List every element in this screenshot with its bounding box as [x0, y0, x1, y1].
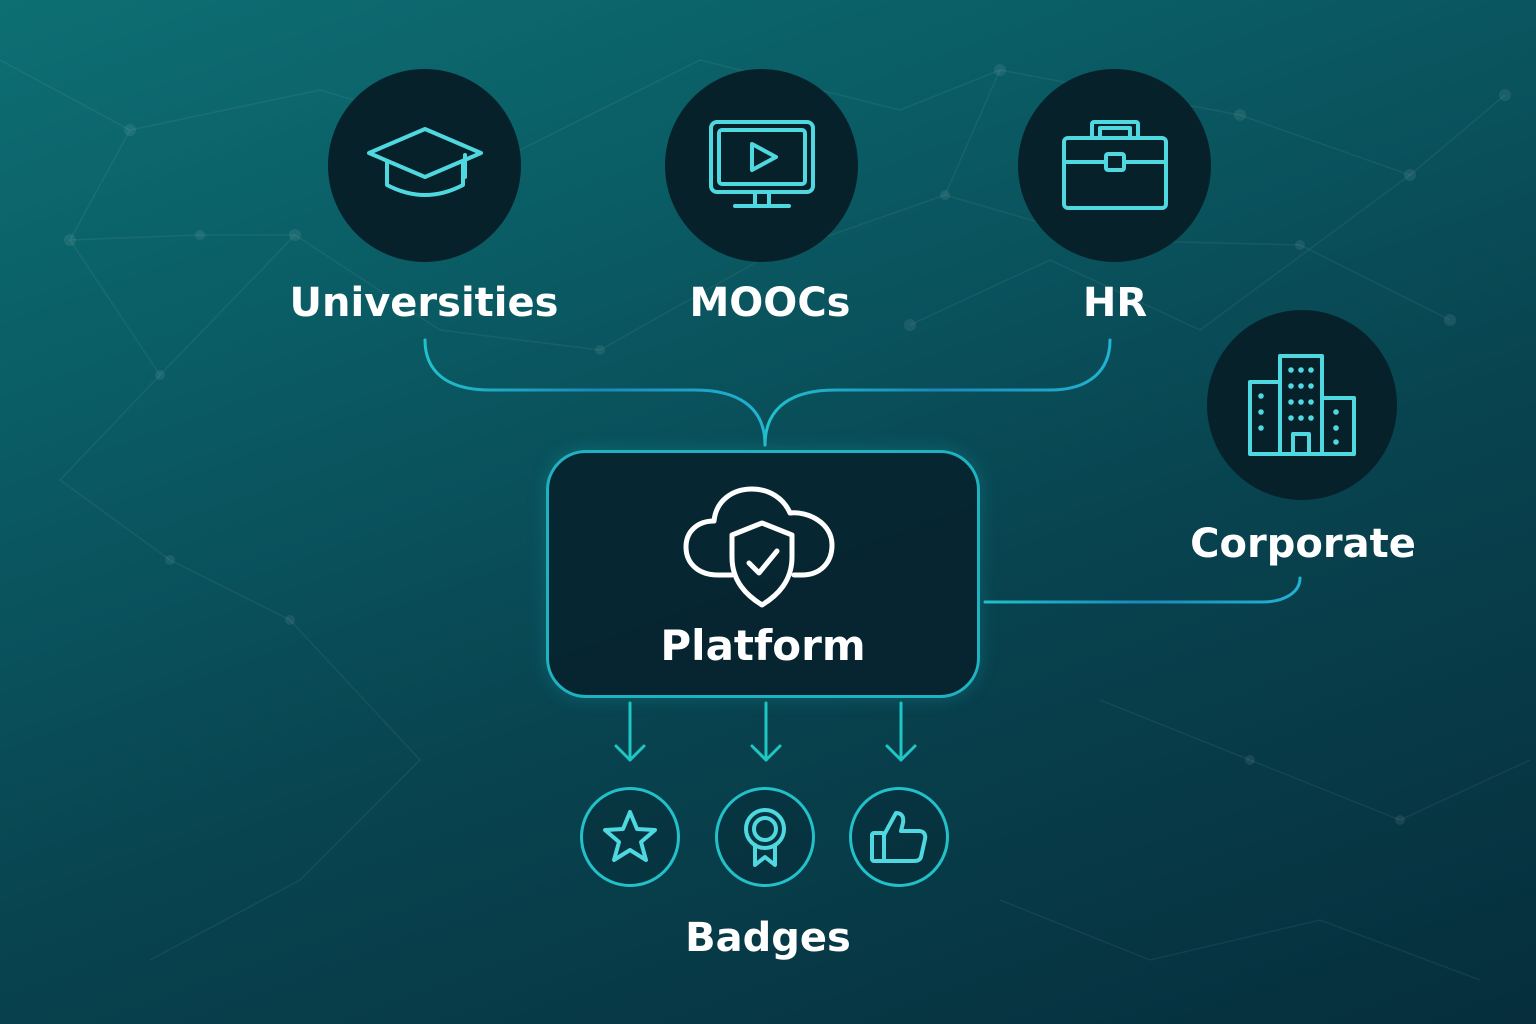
arrow-down-icon [750, 701, 782, 762]
wire-universities [423, 338, 767, 447]
cloud-shield-check-icon [683, 486, 835, 608]
node-moocs [665, 69, 858, 262]
thumbs-up-icon [870, 811, 928, 863]
node-universities [328, 69, 521, 262]
badge-thumbs-up [849, 787, 949, 887]
label-hr: HR [1082, 280, 1148, 326]
badge-star [580, 787, 680, 887]
platform-label: Platform [660, 621, 866, 670]
label-corporate: Corporate [1190, 521, 1416, 567]
wire-corporate [983, 576, 1302, 604]
arrow-down-icon [885, 701, 917, 762]
platform-box: Platform [546, 450, 980, 698]
award-ribbon-icon [744, 808, 786, 867]
office-building-icon [1248, 354, 1356, 456]
node-hr [1018, 69, 1211, 262]
label-universities: Universities [289, 280, 559, 326]
graduation-cap-icon [366, 126, 483, 197]
node-corporate [1207, 310, 1397, 500]
label-moocs: MOOCs [689, 280, 851, 326]
wire-hr [763, 338, 1112, 447]
star-icon [603, 810, 657, 862]
video-monitor-icon [708, 119, 815, 208]
arrow-down-icon [614, 701, 646, 762]
badge-award [715, 787, 815, 887]
briefcase-icon [1061, 119, 1168, 210]
badges-label: Badges [685, 915, 851, 961]
